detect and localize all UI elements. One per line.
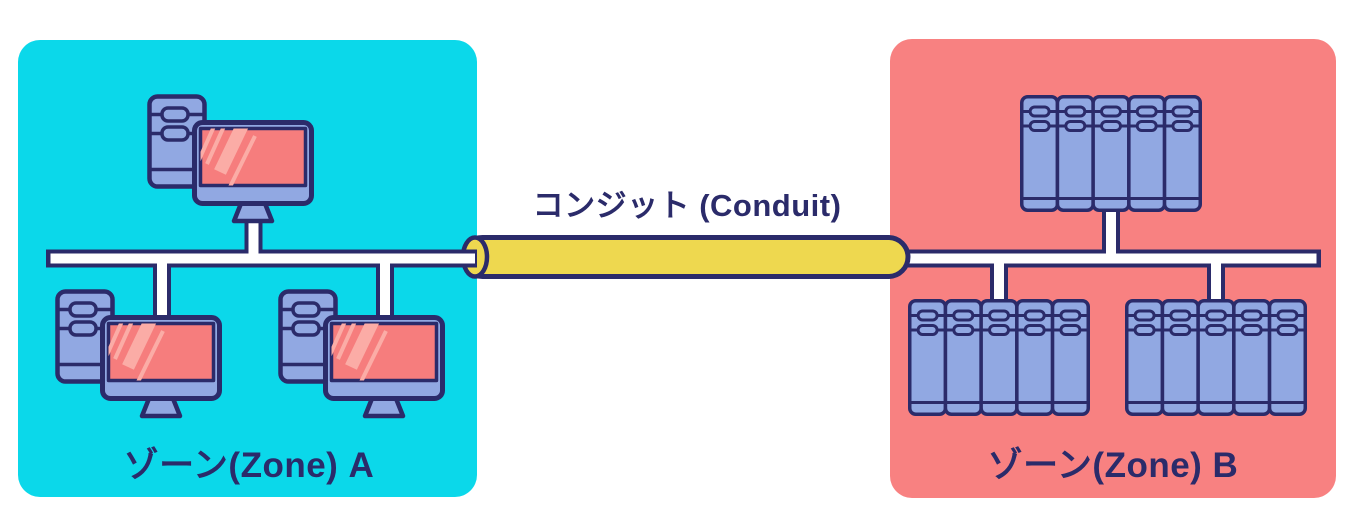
zone-a-label: ゾーン(Zone) A [123,446,375,485]
workstation-icon [58,292,220,417]
plc-rack-icon [1020,95,1202,212]
zone-a [18,40,477,497]
workstation-icon [150,97,312,222]
plc-rack-icon [1125,299,1307,416]
zone-b-label: ゾーン(Zone) B [987,446,1239,485]
plc-rack-icon [908,299,1090,416]
conduit-label: コンジット (Conduit) [532,188,842,223]
conduit-pipe [437,235,911,279]
workstation-icon [281,292,443,417]
